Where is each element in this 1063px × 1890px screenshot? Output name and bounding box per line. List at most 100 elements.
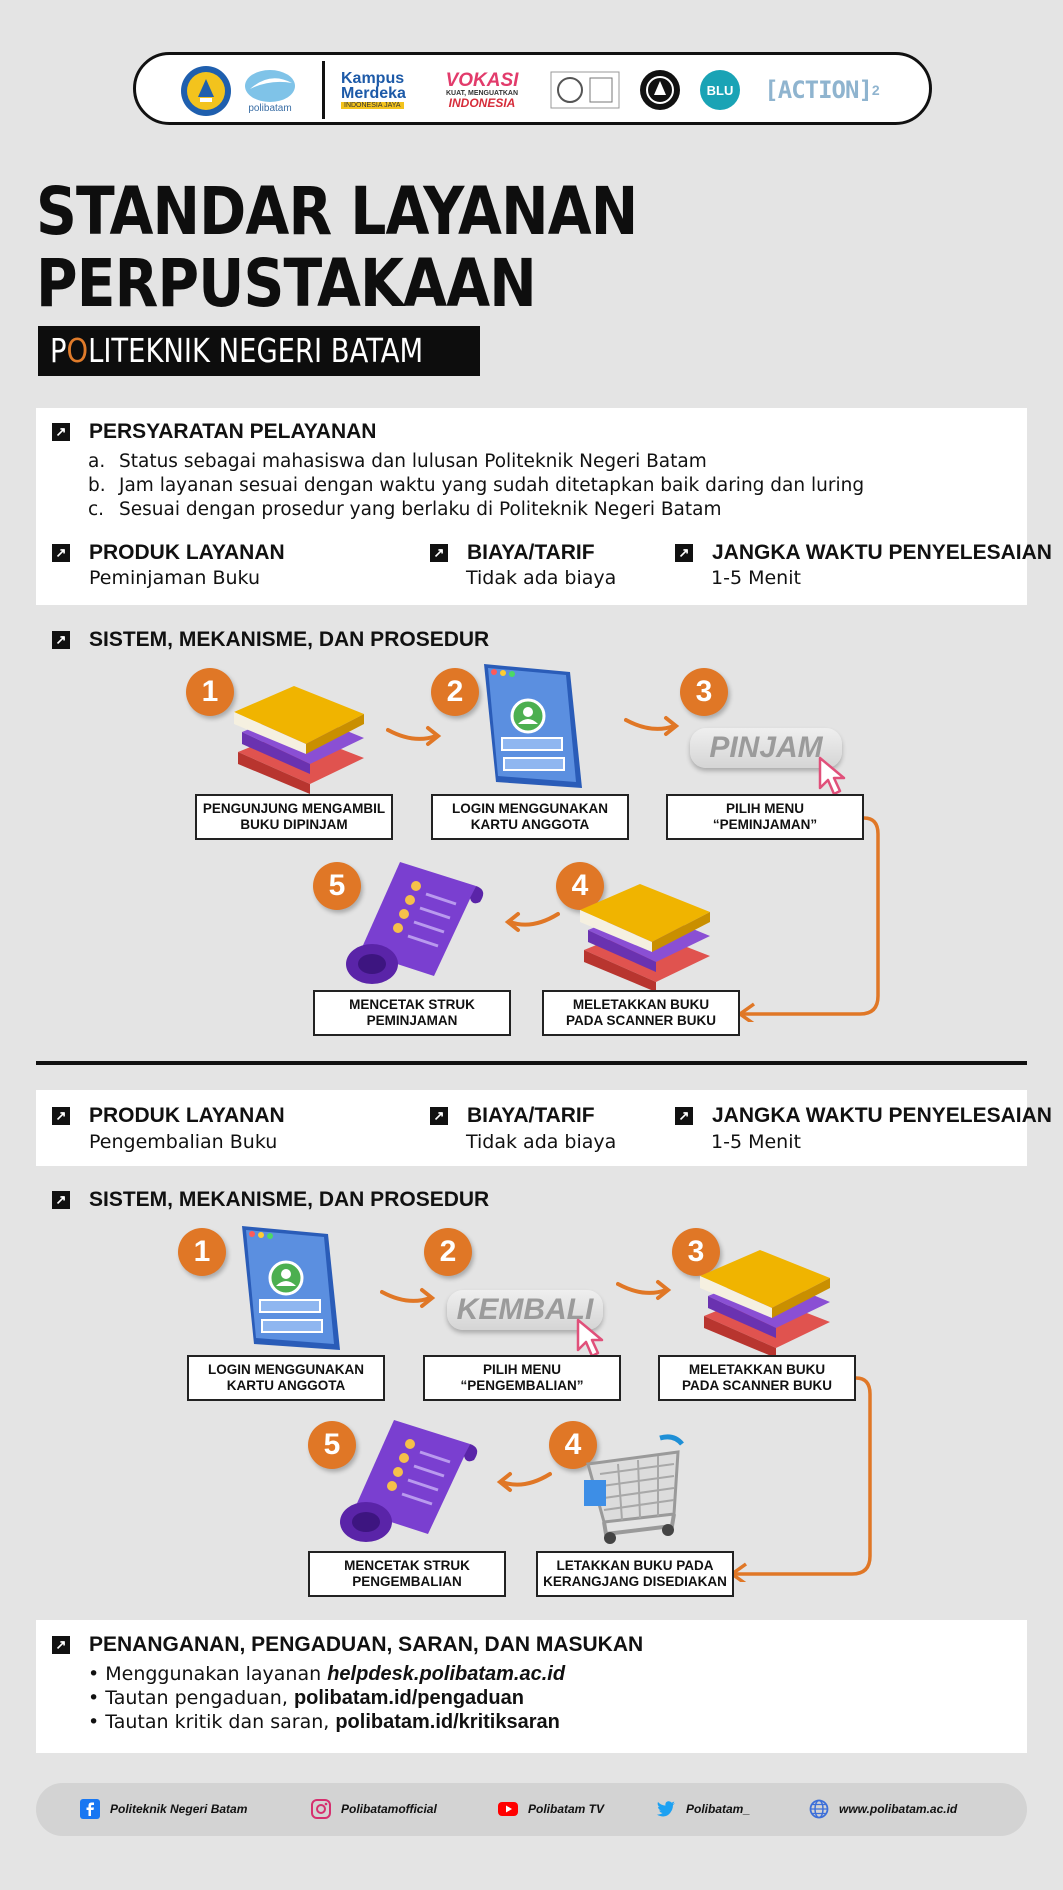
feedback-link[interactable]: polibatam.id/kritiksaran — [335, 1711, 560, 1733]
step-caption: MENCETAK STRUK PENGEMBALIAN — [308, 1551, 506, 1597]
step-number-badge: 1 — [186, 668, 234, 716]
complaints-heading: ↗ PENANGANAN, PENGADUAN, SARAN, DAN MASU… — [52, 1633, 643, 1657]
arrow-icon: ↗ — [675, 544, 693, 562]
product-heading: ↗ PRODUK LAYANAN — [52, 1104, 285, 1128]
duration-heading: ↗ JANGKA WAKTU PENYELESAIAN — [675, 1104, 1052, 1128]
requirements-panel — [36, 408, 1027, 605]
step-caption: PILIH MENU “PEMINJAMAN” — [666, 794, 864, 840]
list-item: • Tautan kritik dan saran, polibatam.id/… — [88, 1711, 560, 1733]
flow-arrow-icon — [386, 726, 442, 746]
youtube-icon — [498, 1799, 518, 1819]
step-number-badge: 5 — [313, 862, 361, 910]
step-caption: PILIH MENU “PENGEMBALIAN” — [423, 1355, 621, 1401]
product-value: Pengembalian Buku — [89, 1131, 278, 1153]
step-caption: MELETAKKAN BUKU PADA SCANNER BUKU — [542, 990, 740, 1036]
complaints-list: • Menggunakan layanan helpdesk.polibatam… — [88, 1662, 988, 1734]
step-caption: MELETAKKAN BUKU PADA SCANNER BUKU — [658, 1355, 856, 1401]
helpdesk-link[interactable]: helpdesk.polibatam.ac.id — [327, 1663, 566, 1685]
product-value: Peminjaman Buku — [89, 567, 260, 589]
receipt-scroll-icon — [344, 856, 486, 994]
flow-arrow-icon — [616, 1280, 672, 1300]
social-footer: Politeknik Negeri Batam Polibatamofficia… — [36, 1783, 1027, 1836]
list-item: • Menggunakan layanan helpdesk.polibatam… — [88, 1663, 566, 1685]
step-number-badge: 5 — [308, 1421, 356, 1469]
step-caption: LOGIN MENGGUNAKAN KARTU ANGGOTA — [431, 794, 629, 840]
kemendikbud-logo — [180, 65, 232, 117]
action-logo: [ACTION] 2 — [764, 76, 880, 104]
requirements-list: a.Status sebagai mahasiswa dan lulusan P… — [88, 450, 988, 522]
youtube-link[interactable]: Polibatam TV — [498, 1799, 604, 1819]
fee-heading: ↗ BIAYA/TARIF — [430, 541, 595, 565]
books-stack-icon — [232, 672, 368, 796]
certification-logo — [550, 71, 620, 109]
product-heading: ↗ PRODUK LAYANAN — [52, 541, 285, 565]
emblem-logo — [639, 69, 681, 111]
flow-connector — [728, 1376, 872, 1582]
arrow-icon: ↗ — [52, 1191, 70, 1209]
blu-logo: BLU — [699, 69, 741, 111]
fee-heading: ↗ BIAYA/TARIF — [430, 1104, 595, 1128]
duration-value: 1-5 Menit — [711, 567, 801, 589]
vokasi-logo: VOKASI KUAT, MENGUATKAN INDONESIA — [445, 69, 519, 110]
facebook-link[interactable]: Politeknik Negeri Batam — [80, 1799, 247, 1819]
page-title: STANDAR LAYANAN PERPUSTAKAAN — [36, 173, 638, 322]
fee-value: Tidak ada biaya — [466, 1131, 617, 1153]
arrow-icon: ↗ — [675, 1107, 693, 1125]
books-stack-icon — [698, 1236, 834, 1360]
instagram-link[interactable]: Polibatamofficial — [311, 1799, 437, 1819]
step-number-badge: 4 — [549, 1421, 597, 1469]
arrow-icon: ↗ — [430, 544, 448, 562]
shopping-basket-icon — [578, 1430, 704, 1550]
institution-subtitle: POLITEKNIK NEGERI BATAM — [38, 326, 480, 376]
books-stack-icon — [578, 870, 714, 994]
return-service-panel — [36, 1090, 1027, 1166]
globe-icon — [809, 1799, 829, 1819]
step-caption: MENCETAK STRUK PEMINJAMAN — [313, 990, 511, 1036]
kampus-merdeka-logo: Kampus Merdeka INDONESIA JAYA — [341, 70, 406, 109]
flow-arrow-icon — [624, 716, 680, 736]
facebook-icon — [80, 1799, 100, 1819]
duration-value: 1-5 Menit — [711, 1131, 801, 1153]
step-number-badge: 2 — [431, 668, 479, 716]
step-caption: PENGUNJUNG MENGAMBIL BUKU DIPINJAM — [195, 794, 393, 840]
website-link[interactable]: www.polibatam.ac.id — [809, 1799, 957, 1819]
flow-arrow-icon — [504, 912, 560, 932]
arrow-icon: ↗ — [52, 423, 70, 441]
requirements-heading: ↗ PERSYARATAN PELAYANAN — [52, 420, 376, 444]
instagram-icon — [311, 1799, 331, 1819]
step-number-badge: 1 — [178, 1228, 226, 1276]
step-number-badge: 2 — [424, 1228, 472, 1276]
complaints-panel — [36, 1620, 1027, 1753]
cursor-icon — [576, 1318, 604, 1358]
arrow-icon: ↗ — [52, 1636, 70, 1654]
flow-connector — [736, 816, 880, 1022]
complaint-link[interactable]: polibatam.id/pengaduan — [293, 1687, 524, 1709]
step-caption: LOGIN MENGGUNAKAN KARTU ANGGOTA — [187, 1355, 385, 1401]
arrow-icon: ↗ — [52, 544, 70, 562]
arrow-icon: ↗ — [430, 1107, 448, 1125]
flow-arrow-icon — [380, 1288, 436, 1308]
list-item: a.Status sebagai mahasiswa dan lulusan P… — [88, 451, 707, 472]
login-window-icon — [478, 662, 584, 794]
receipt-scroll-icon — [338, 1414, 480, 1552]
fee-value: Tidak ada biaya — [466, 567, 617, 589]
list-item: • Tautan pengaduan, polibatam.id/pengadu… — [88, 1687, 524, 1709]
list-item: c.Sesuai dengan prosedur yang berlaku di… — [88, 499, 722, 520]
procedure-heading: ↗ SISTEM, MEKANISME, DAN PROSEDUR — [52, 1188, 489, 1212]
list-item: b.Jam layanan sesuai dengan waktu yang s… — [88, 475, 865, 496]
twitter-link[interactable]: Polibatam_ — [656, 1799, 750, 1819]
logo-divider — [322, 61, 325, 119]
step-caption: LETAKKAN BUKU PADA KERANGJANG DISEDIAKAN — [536, 1551, 734, 1597]
arrow-icon: ↗ — [52, 631, 70, 649]
cursor-icon — [818, 756, 846, 796]
flow-arrow-icon — [496, 1472, 552, 1492]
section-divider — [36, 1061, 1027, 1065]
arrow-icon: ↗ — [52, 1107, 70, 1125]
login-window-icon — [236, 1224, 342, 1356]
duration-heading: ↗ JANGKA WAKTU PENYELESAIAN — [675, 541, 1052, 565]
pinjam-menu-button: PINJAM — [690, 728, 842, 768]
kembali-menu-button: KEMBALI — [447, 1290, 603, 1330]
twitter-icon — [656, 1799, 676, 1819]
procedure-heading: ↗ SISTEM, MEKANISME, DAN PROSEDUR — [52, 628, 489, 652]
step-number-badge: 3 — [680, 668, 728, 716]
